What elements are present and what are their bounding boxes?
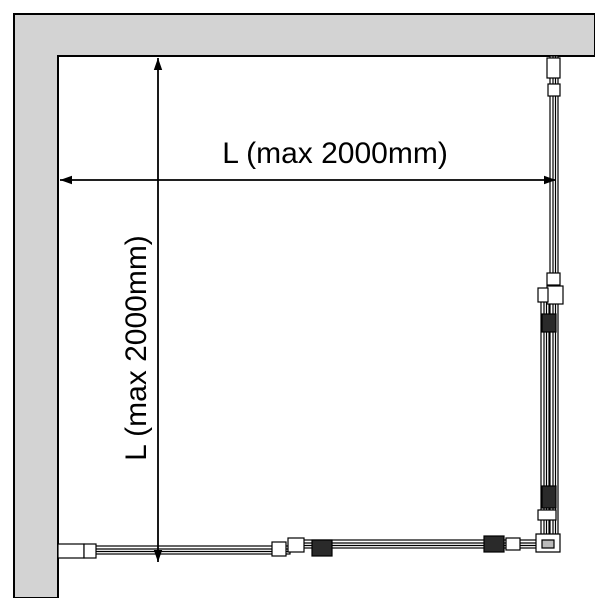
right-panel-fittings: [537, 57, 564, 521]
vertical-dimension-label: L (max 2000mm): [120, 235, 153, 461]
bottom-panel-fittings: [57, 533, 561, 559]
horizontal-dimension-label: L (max 2000mm): [222, 137, 448, 170]
wall: [13, 13, 595, 598]
